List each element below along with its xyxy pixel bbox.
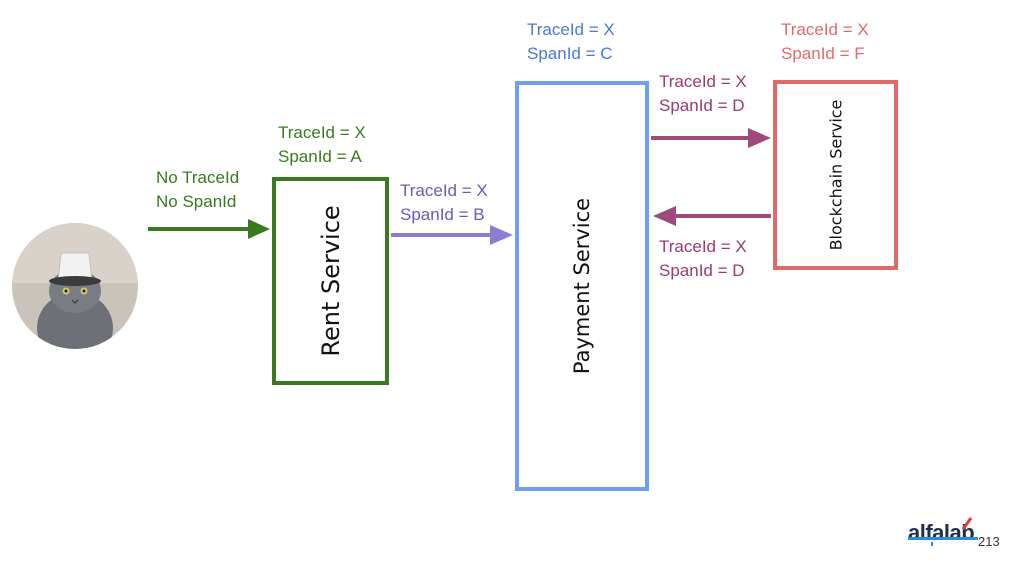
blockchain-service-title: Blockchain Service xyxy=(826,99,845,251)
start-label: No TraceId No SpanId xyxy=(156,166,239,214)
arrow-blockchain-to-payment xyxy=(653,206,771,226)
rent-to-payment-span-text: SpanId = B xyxy=(400,205,485,224)
payment-to-blockchain-trace-text: TraceId = X xyxy=(659,72,747,91)
arrow-user-to-rent xyxy=(148,219,270,239)
start-trace-text: No TraceId xyxy=(156,168,240,187)
payment-span-text: SpanId = C xyxy=(527,44,613,63)
rent-to-payment-label: TraceId = X SpanId = B xyxy=(400,179,488,227)
rent-trace-text: TraceId = X xyxy=(278,123,366,142)
payment-ids-label: TraceId = X SpanId = C xyxy=(527,18,615,66)
payment-to-blockchain-span-text: SpanId = D xyxy=(659,96,745,115)
alfalab-logo: alfalab xyxy=(908,517,978,546)
alfalab-logo-mark xyxy=(908,517,978,546)
rent-ids-label: TraceId = X SpanId = A xyxy=(278,121,366,169)
blockchain-service-box: Blockchain Service xyxy=(773,80,898,270)
blockchain-trace-text: TraceId = X xyxy=(781,20,869,39)
alfalab-logo-text: alfalab xyxy=(908,520,975,545)
payment-service-title: Payment Service xyxy=(570,197,594,375)
arrow-rent-to-payment xyxy=(391,225,513,245)
rent-to-payment-trace-text: TraceId = X xyxy=(400,181,488,200)
user-avatar-cat xyxy=(12,223,138,349)
blockchain-to-payment-span-text: SpanId = D xyxy=(659,261,745,280)
payment-to-blockchain-label: TraceId = X SpanId = D xyxy=(659,70,747,118)
blockchain-ids-label: TraceId = X SpanId = F xyxy=(781,18,869,66)
rent-span-text: SpanId = A xyxy=(278,147,362,166)
rent-service-title: Rent Service xyxy=(316,205,345,357)
rent-service-box: Rent Service xyxy=(272,177,389,385)
page-number: 213 xyxy=(978,534,1000,549)
blockchain-span-text: SpanId = F xyxy=(781,44,865,63)
payment-trace-text: TraceId = X xyxy=(527,20,615,39)
payment-service-box: Payment Service xyxy=(515,81,649,491)
arrow-payment-to-blockchain xyxy=(651,128,771,148)
blockchain-to-payment-trace-text: TraceId = X xyxy=(659,237,747,256)
start-span-text: No SpanId xyxy=(156,192,237,211)
blockchain-to-payment-label: TraceId = X SpanId = D xyxy=(659,235,747,283)
